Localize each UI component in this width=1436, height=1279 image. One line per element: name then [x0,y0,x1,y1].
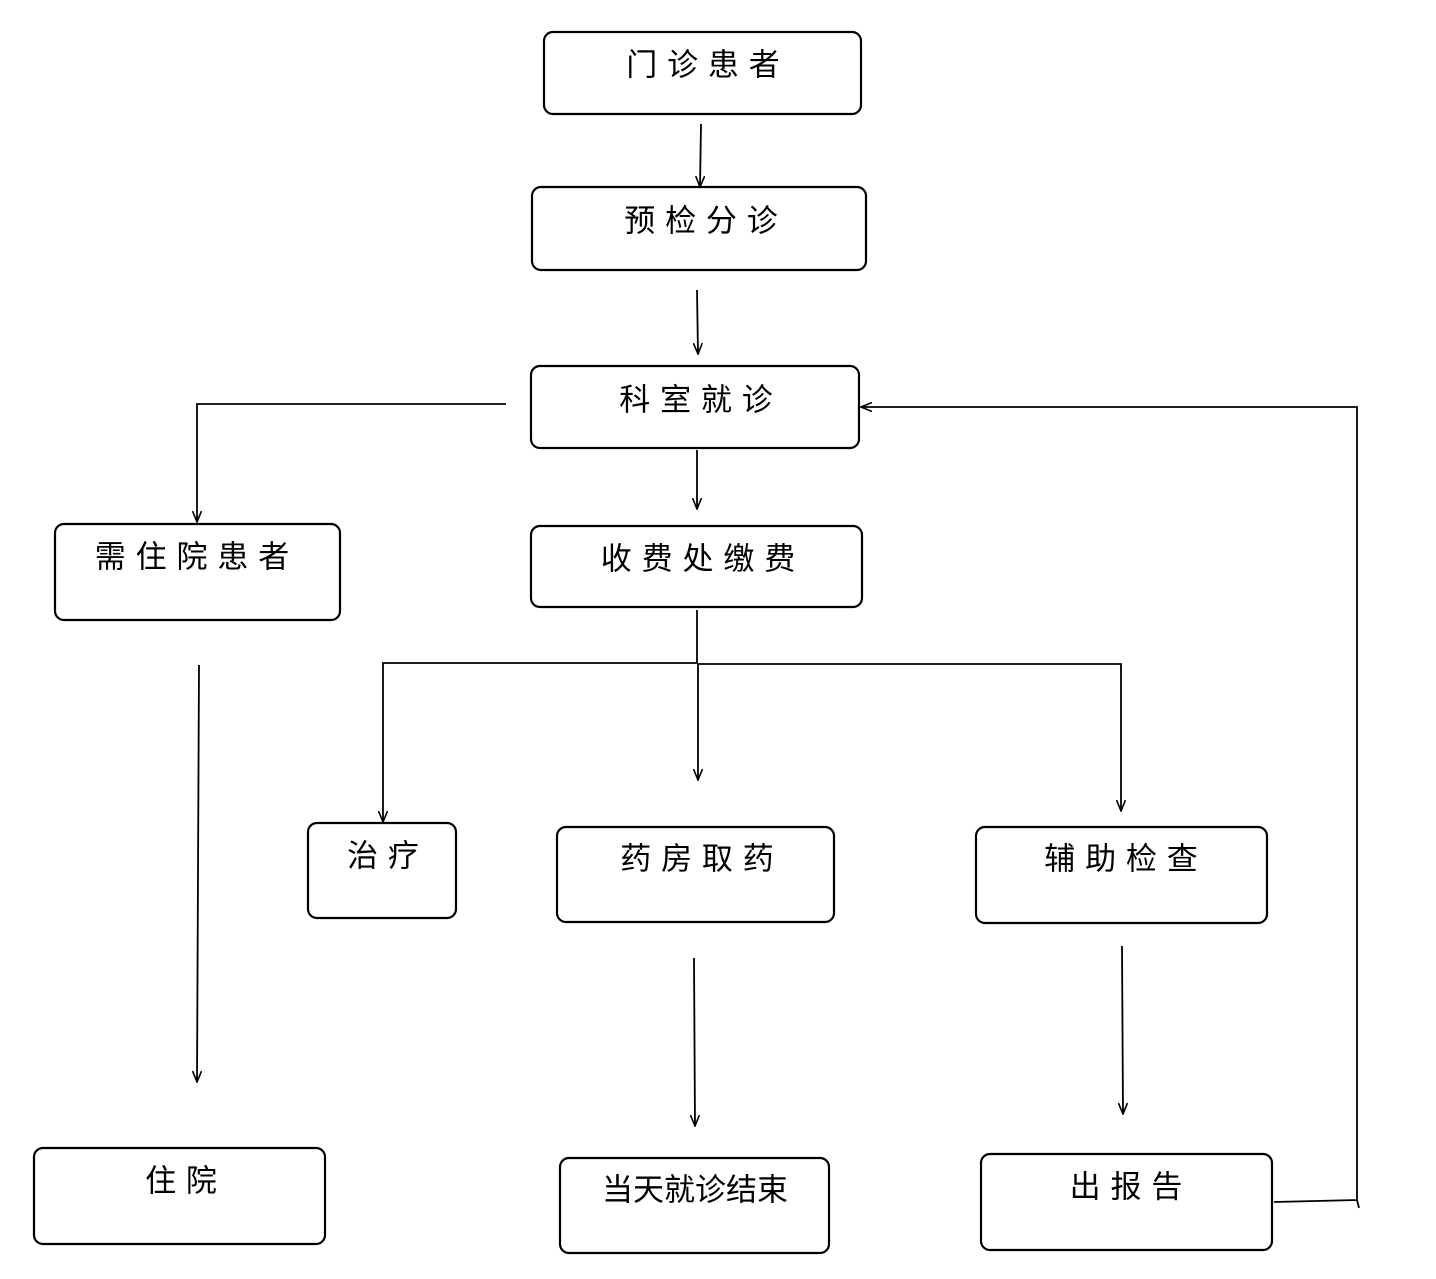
arrow-pharmacy-to-visit-end [694,957,695,1126]
node-visit-end-label: 当天就诊结束 [602,1173,788,1209]
node-department-visit: 科 室 就 诊 [529,364,861,450]
node-pharmacy: 药 房 取 药 [555,825,836,924]
node-hospitalization-box [32,1146,327,1246]
node-cashier-payment-label: 收 费 处 缴 费 [601,542,795,578]
node-report: 出 报 告 [979,1152,1274,1252]
node-pharmacy-box [555,825,836,924]
node-department-visit-box [529,364,861,450]
node-hospitalization-label: 住 院 [145,1164,217,1200]
node-auxiliary-exam-label: 辅 助 检 查 [1044,842,1198,878]
node-treatment: 治 疗 [306,821,458,920]
node-hospitalization: 住 院 [32,1146,327,1246]
node-visit-end-box [558,1156,831,1255]
node-report-box [979,1152,1274,1252]
node-pharmacy-label: 药 房 取 药 [620,842,774,878]
node-outpatient-box [542,30,863,116]
node-triage: 预 检 分 诊 [530,185,868,272]
node-triage-label: 预 检 分 诊 [624,204,778,240]
node-auxiliary-exam-box [974,825,1269,925]
node-treatment-label: 治 疗 [347,839,419,875]
arrow-report-back-to-department [861,407,1358,1203]
node-visit-end: 当天就诊结束 [558,1156,831,1255]
node-treatment-box [306,821,458,920]
arrow-cashier-to-treatment [383,662,697,822]
node-inpatient-needed: 需 住 院 患 者 [53,522,342,622]
arrow-triage-to-department [697,289,698,354]
node-triage-box [530,185,868,272]
arrow-cashier-to-auxiliary-exam [697,663,1121,811]
connector-tick [1356,1199,1360,1209]
flow-arrows [197,123,1360,1209]
node-report-label: 出 报 告 [1070,1170,1183,1206]
arrow-inpatient-needed-to-hospitalization [197,664,199,1082]
node-auxiliary-exam: 辅 助 检 查 [974,825,1269,925]
arrow-outpatient-to-triage [700,123,701,187]
node-cashier-payment: 收 费 处 缴 费 [529,524,864,609]
node-outpatient-label: 门 诊 患 者 [626,48,780,84]
arrow-department-to-inpatient-needed [197,403,506,522]
node-department-visit-label: 科 室 就 诊 [619,383,773,419]
arrow-auxiliary-exam-to-report [1122,945,1123,1114]
node-cashier-payment-box [529,524,864,609]
node-inpatient-needed-label: 需 住 院 患 者 [95,540,289,576]
node-outpatient: 门 诊 患 者 [542,30,863,116]
node-inpatient-needed-box [53,522,342,622]
